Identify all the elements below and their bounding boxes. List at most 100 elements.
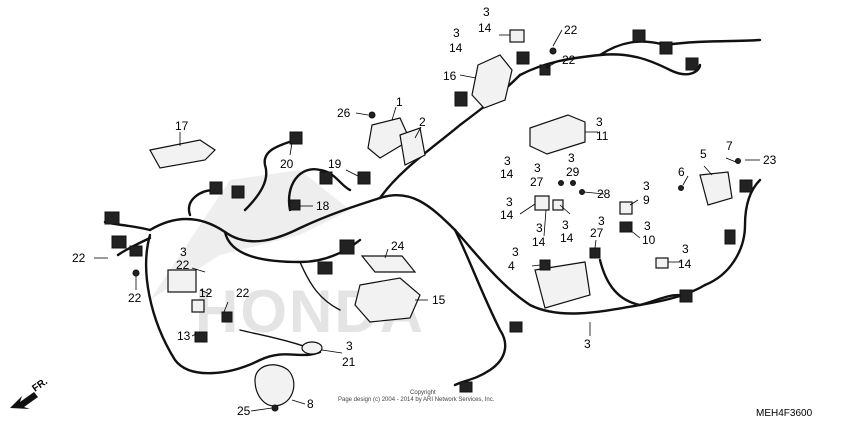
- callout-18: 18: [316, 199, 330, 213]
- connector: [194, 331, 208, 343]
- module-11: [529, 114, 586, 155]
- bolt-22: [132, 269, 140, 277]
- callout-17: 17: [175, 119, 189, 133]
- callout-11: 11: [596, 129, 609, 143]
- callout-3: 3: [596, 115, 603, 129]
- connector: [231, 185, 245, 199]
- callout-3: 3: [453, 26, 460, 40]
- connector: [724, 229, 736, 245]
- connector: [129, 245, 143, 257]
- callout-3: 3: [180, 245, 187, 259]
- callout-22: 22: [72, 251, 86, 265]
- callout-14: 14: [500, 208, 514, 222]
- diagram-code: MEH4F3600: [756, 408, 813, 419]
- callout-16: 16: [443, 69, 457, 83]
- callout-14: 14: [560, 231, 574, 245]
- callout-9: 9: [643, 193, 650, 207]
- callout-3: 3: [568, 151, 575, 165]
- nut-29: [570, 180, 576, 186]
- strip-24: [360, 255, 417, 273]
- fuse-box-15: [354, 277, 421, 323]
- unit-5: [699, 171, 733, 206]
- connector: [659, 41, 673, 55]
- bolt-7: [735, 158, 741, 164]
- front-direction-arrow: FR.: [10, 376, 50, 409]
- callout-labels: 1 2 3 3 3 3 3 3 3 3 3 3 3 3 3 3 3 3 3 4 …: [72, 5, 777, 418]
- callout-3: 3: [598, 214, 605, 228]
- callout-3: 3: [512, 245, 519, 259]
- callout-24: 24: [391, 239, 405, 253]
- callout-14: 14: [449, 41, 463, 55]
- callout-22: 22: [128, 291, 142, 305]
- callout-22: 22: [236, 286, 250, 300]
- callout-26: 26: [337, 106, 351, 120]
- connector: [221, 311, 233, 323]
- connector: [289, 131, 303, 145]
- relay-13: [191, 299, 205, 313]
- nut-28: [579, 189, 585, 195]
- connector-27: [589, 247, 601, 259]
- connector: [111, 235, 127, 249]
- unit-1: [367, 117, 411, 159]
- callout-1: 1: [396, 95, 403, 109]
- control-unit-16: [471, 54, 513, 109]
- callout-15: 15: [432, 293, 446, 307]
- callout-29: 29: [566, 165, 580, 179]
- connector-4: [539, 259, 551, 271]
- callout-3: 3: [644, 219, 651, 233]
- relay-9: [619, 201, 633, 215]
- relay-14: [534, 195, 550, 211]
- callout-25: 25: [237, 404, 251, 418]
- callout-23: 23: [763, 153, 777, 167]
- relay-14: [655, 257, 669, 269]
- connector: [739, 179, 753, 193]
- connector: [679, 289, 693, 303]
- relay-box: [534, 261, 591, 309]
- callout-20: 20: [280, 157, 294, 171]
- callout-14: 14: [678, 257, 692, 271]
- connector: [509, 321, 523, 333]
- callout-22: 22: [564, 23, 578, 37]
- connector: [539, 64, 551, 76]
- grommet-21: [301, 341, 323, 355]
- relay-12: [167, 269, 197, 293]
- callout-27: 27: [530, 175, 544, 189]
- callout-2: 2: [419, 115, 426, 129]
- callout-3: 3: [346, 339, 353, 353]
- copyright-line-2: Page design (c) 2004 - 2014 by ARI Netwo…: [338, 397, 495, 403]
- components: [104, 29, 753, 412]
- callout-3: 3: [534, 161, 541, 175]
- callout-12: 12: [199, 286, 213, 300]
- relay-14: [552, 199, 564, 211]
- callout-3: 3: [483, 5, 490, 19]
- relay-14: [509, 29, 525, 43]
- callout-27: 27: [590, 226, 604, 240]
- callout-5: 5: [700, 147, 707, 161]
- nut-27: [558, 180, 564, 186]
- callout-4: 4: [508, 259, 515, 273]
- callout-6: 6: [678, 165, 685, 179]
- connector-18: [289, 199, 301, 211]
- callout-10: 10: [642, 233, 656, 247]
- copyright-line-1: Copyright: [410, 390, 436, 396]
- connector: [516, 51, 530, 65]
- connector: [104, 211, 120, 225]
- connector: [454, 91, 468, 107]
- bolt-26: [368, 111, 376, 119]
- connector: [209, 181, 223, 195]
- callout-14: 14: [478, 21, 492, 35]
- connector-10: [619, 221, 633, 233]
- connector: [685, 57, 699, 71]
- callout-19: 19: [328, 157, 342, 171]
- connector: [632, 29, 646, 43]
- callout-3: 3: [536, 221, 543, 235]
- connector: [317, 261, 333, 275]
- nut-6: [678, 185, 684, 191]
- callout-21: 21: [342, 355, 356, 369]
- connector: [357, 171, 371, 185]
- callout-28: 28: [597, 187, 611, 201]
- callout-3: 3: [643, 179, 650, 193]
- callout-14: 14: [532, 235, 546, 249]
- callout-13: 13: [177, 329, 191, 343]
